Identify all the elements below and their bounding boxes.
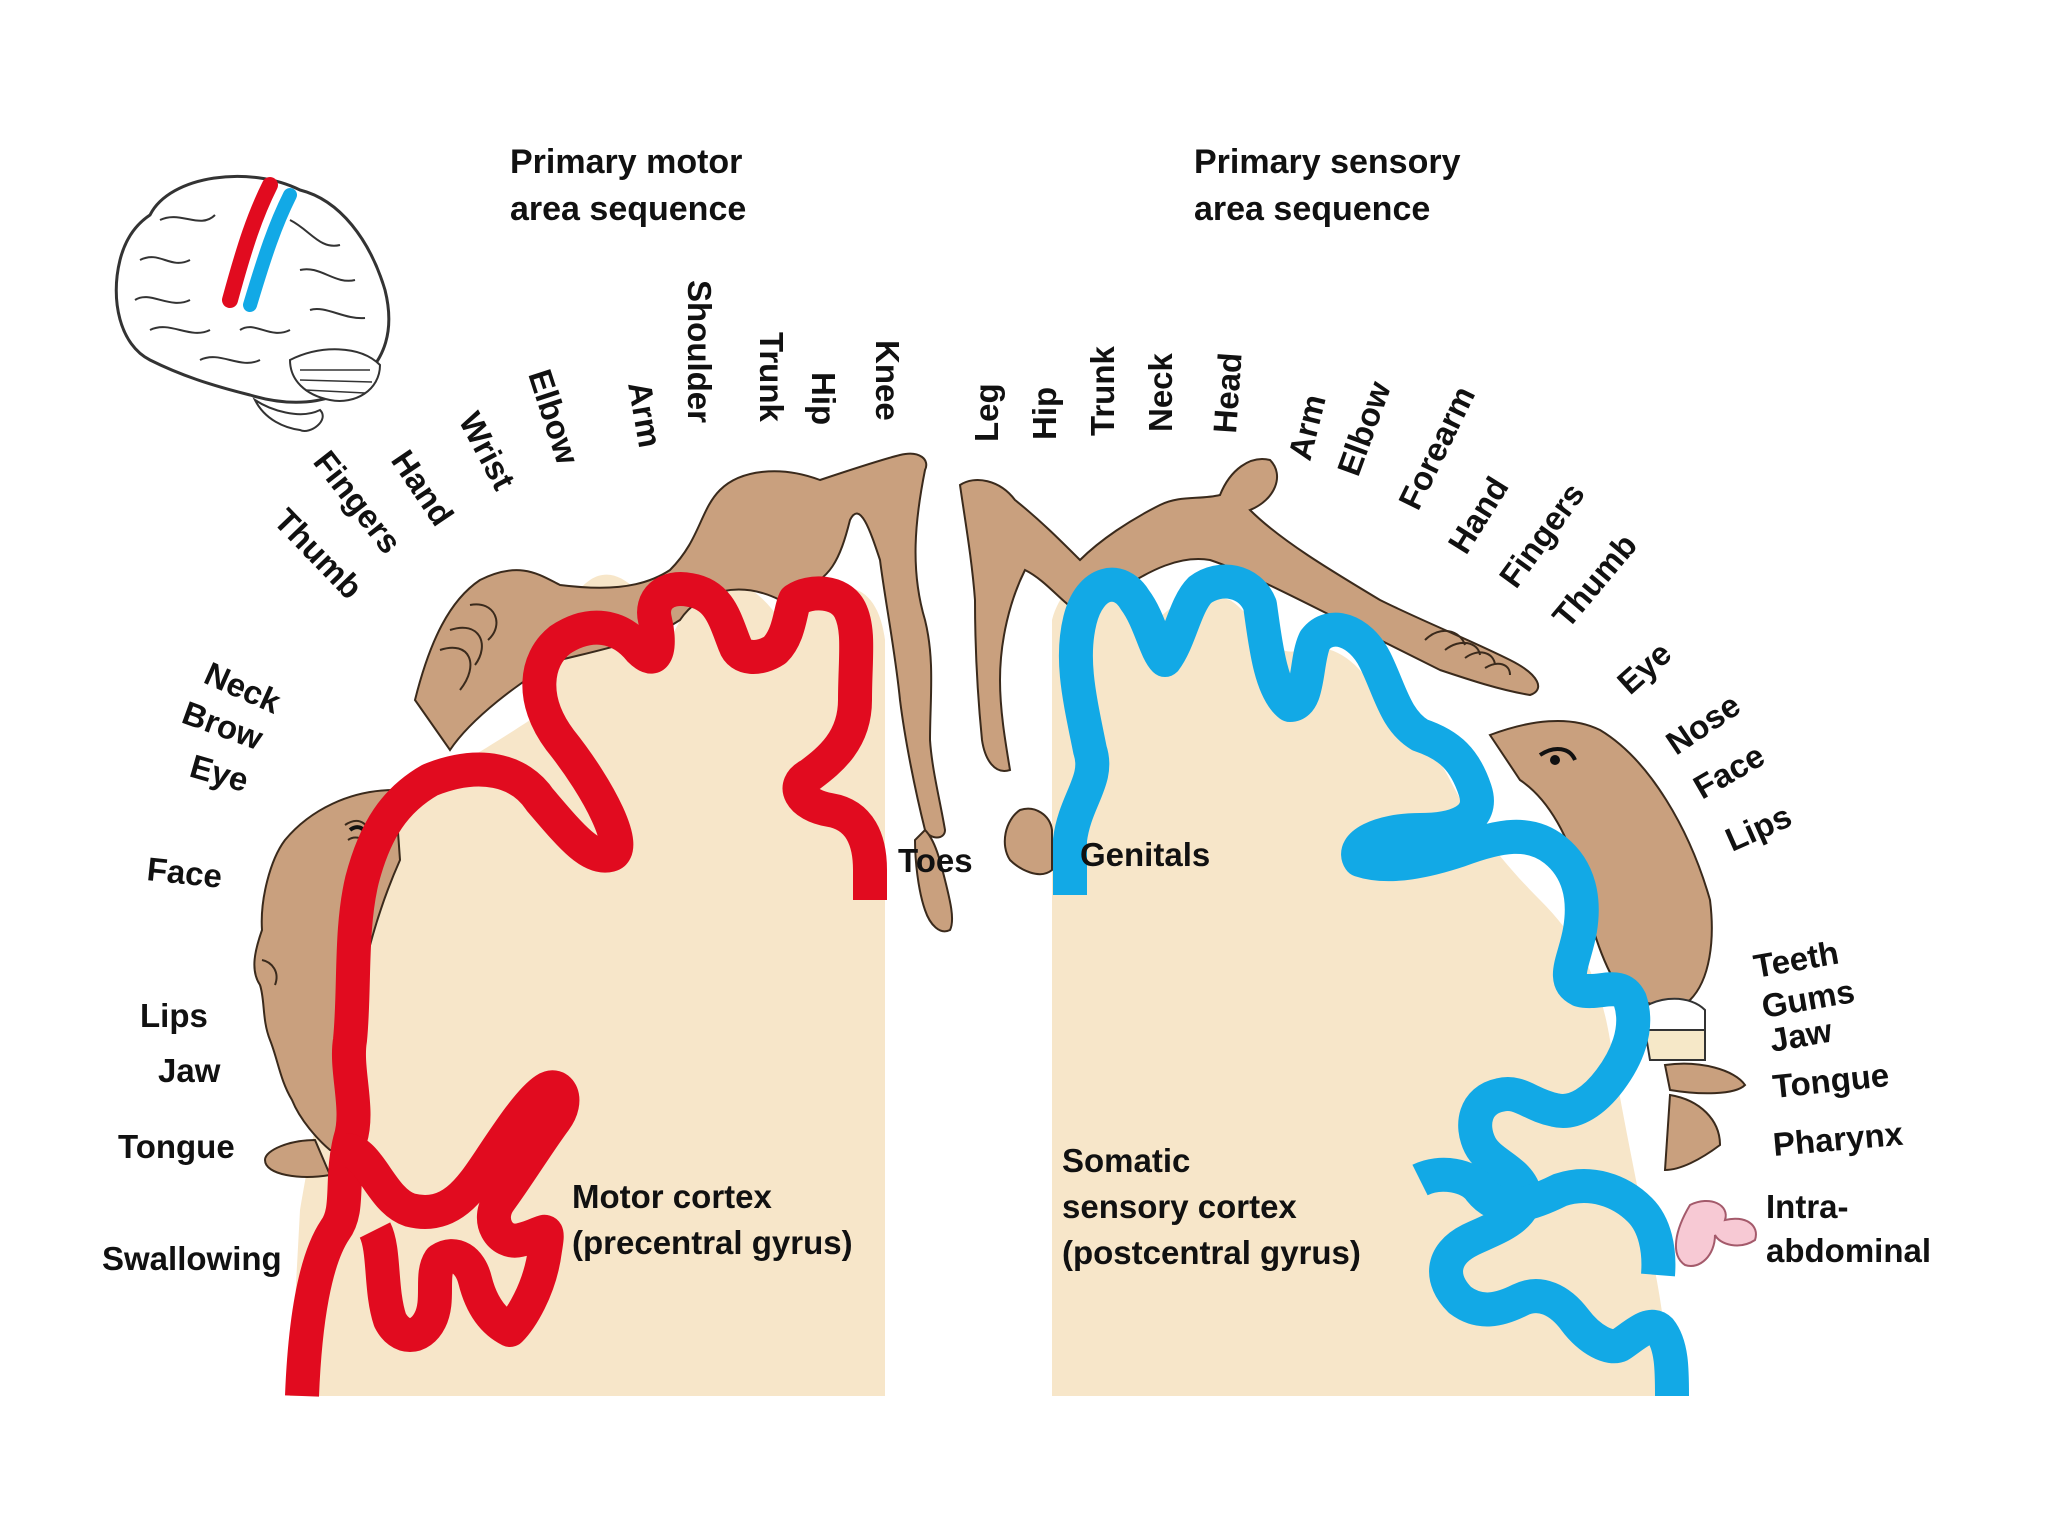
sensory-label-trunk: Trunk bbox=[1084, 346, 1121, 436]
sensory-label-lips: Lips bbox=[1720, 797, 1797, 858]
brain-lateral-view-icon bbox=[114, 174, 391, 432]
sensory-label-eye: Eye bbox=[1610, 634, 1678, 701]
motor-label-eye: Eye bbox=[186, 747, 253, 799]
sensory-label-genitals: Genitals bbox=[1080, 836, 1210, 873]
motor-label-jaw: Jaw bbox=[158, 1052, 221, 1089]
motor-cortex-strip bbox=[285, 572, 887, 1397]
sensory-cortex-lower-fold bbox=[1412, 1157, 1676, 1277]
sensory-label-hip: Hip bbox=[1026, 387, 1063, 440]
sensory-label-arm: Arm bbox=[1281, 391, 1333, 464]
sensory-homunculus bbox=[958, 458, 1757, 1267]
sensory-label-tongue: Tongue bbox=[1771, 1056, 1891, 1105]
sensory-label-head: Head bbox=[1206, 351, 1249, 434]
sensory-label-elbow: Elbow bbox=[1330, 376, 1398, 480]
sensory-label-thumb: Thumb bbox=[1545, 526, 1644, 634]
motor-label-hip: Hip bbox=[805, 372, 842, 425]
motor-heading-line1: Primary motor bbox=[510, 143, 742, 181]
sensory-heading-line2: area sequence bbox=[1194, 190, 1430, 228]
motor-label-swallowing: Swallowing bbox=[102, 1240, 282, 1277]
motor-label-tongue: Tongue bbox=[118, 1128, 235, 1165]
sensory-label-leg: Leg bbox=[968, 383, 1005, 442]
sensory-cortex-label-line2: sensory cortex bbox=[1062, 1188, 1297, 1225]
motor-cortex-label-line2: (precentral gyrus) bbox=[572, 1224, 853, 1261]
sensory-label-intra-line1: Intra- bbox=[1766, 1188, 1849, 1225]
sensory-cortex-label-line3: (postcentral gyrus) bbox=[1062, 1234, 1361, 1271]
sensory-label-pharynx: Pharynx bbox=[1771, 1115, 1905, 1163]
motor-cortex-label-line1: Motor cortex bbox=[572, 1178, 773, 1215]
sensory-label-intra-line2: abdominal bbox=[1766, 1232, 1931, 1269]
motor-label-knee: Knee bbox=[869, 340, 906, 421]
sensory-label-hand: Hand bbox=[1441, 470, 1516, 560]
motor-label-shoulder: Shoulder bbox=[681, 280, 718, 423]
sensory-label-neck: Neck bbox=[1142, 352, 1179, 432]
motor-cortex-lower-fold bbox=[342, 1070, 580, 1352]
motor-label-toes: Toes bbox=[898, 842, 973, 879]
motor-label-elbow: Elbow bbox=[521, 365, 586, 469]
motor-label-arm: Arm bbox=[621, 379, 669, 450]
sensory-cortex-label-line1: Somatic bbox=[1062, 1142, 1190, 1179]
motor-label-face: Face bbox=[145, 850, 224, 895]
motor-label-trunk: Trunk bbox=[753, 332, 790, 422]
sensory-heading-line1: Primary sensory bbox=[1194, 143, 1461, 181]
motor-heading-line2: area sequence bbox=[510, 190, 746, 228]
motor-label-wrist: Wrist bbox=[452, 406, 523, 496]
motor-label-lips: Lips bbox=[140, 997, 208, 1034]
sensory-cortex-strip bbox=[1053, 564, 1689, 1397]
